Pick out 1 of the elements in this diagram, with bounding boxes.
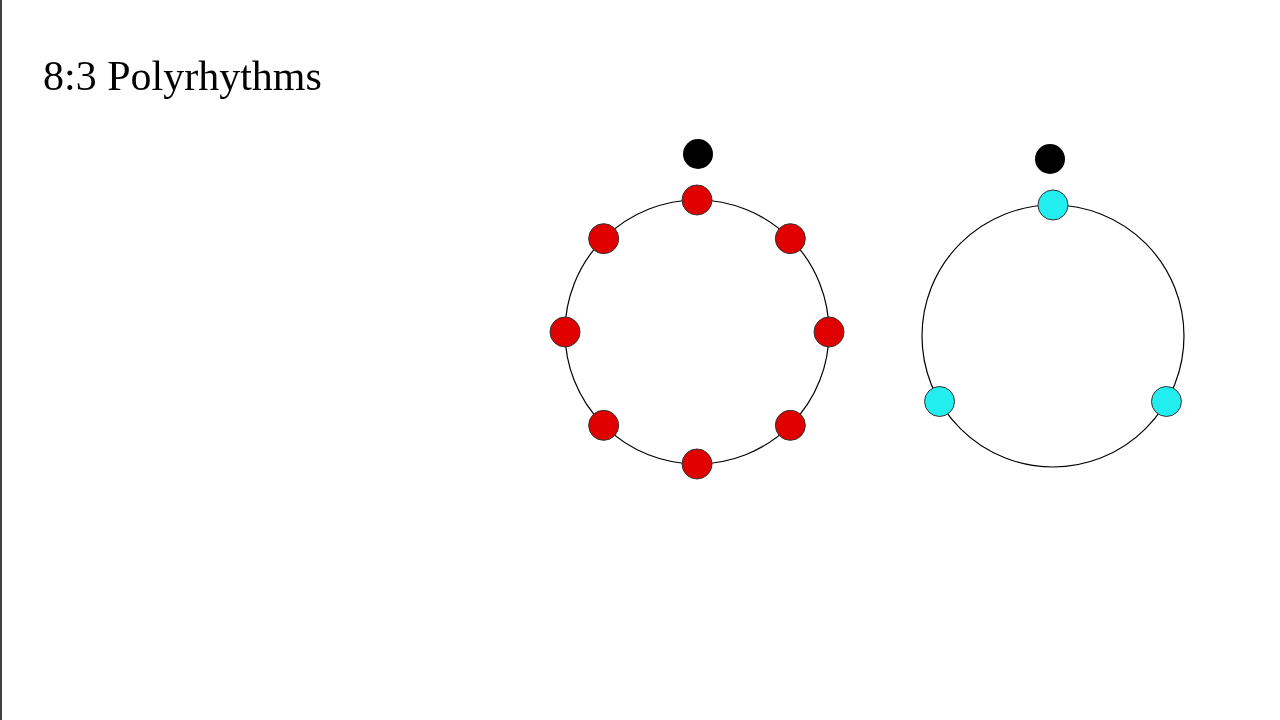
- title: 8:3 Polyrhythms: [43, 52, 322, 100]
